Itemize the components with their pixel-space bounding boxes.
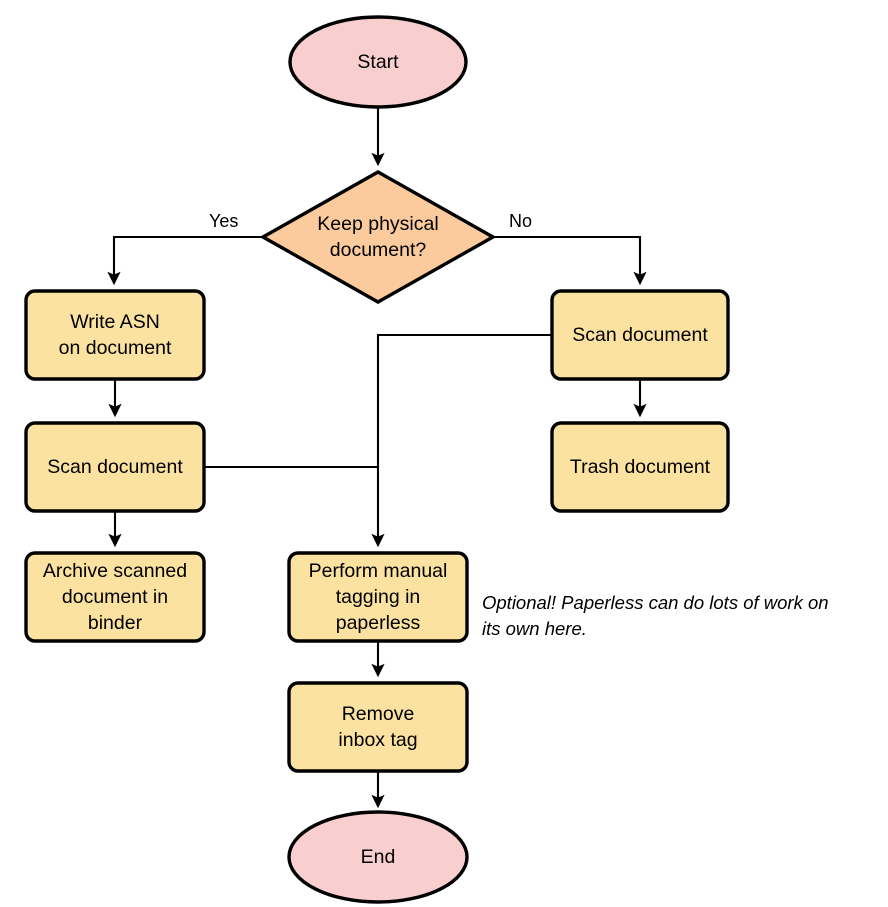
node-shape-scan-document-left[interactable] <box>24 421 206 513</box>
optional-note-text: Optional! Paperless can do lots of work … <box>482 592 829 639</box>
edge-layer <box>107 108 647 809</box>
node-layer <box>24 15 730 904</box>
node-shape-scan-document-right[interactable] <box>550 289 730 381</box>
node-shape-start[interactable] <box>288 15 468 109</box>
node-shape-write-asn[interactable] <box>24 289 206 381</box>
edge-decision-yes-to-write-asn <box>107 235 263 286</box>
edge-scan-right-to-manual-tagging <box>371 333 552 548</box>
node-shape-archive-scanned[interactable] <box>24 551 206 643</box>
edge-label-yes: Yes <box>209 211 239 231</box>
edge-decision-no-to-scan-right <box>493 235 647 286</box>
edge-label-no: No <box>509 211 533 231</box>
node-shape-perform-manual-tagging[interactable] <box>287 551 469 643</box>
node-shape-decision-keep-physical[interactable] <box>259 170 497 304</box>
node-shape-end[interactable] <box>287 810 469 904</box>
node-shape-trash-document[interactable] <box>550 421 730 513</box>
node-shape-remove-inbox-tag[interactable] <box>287 681 469 773</box>
